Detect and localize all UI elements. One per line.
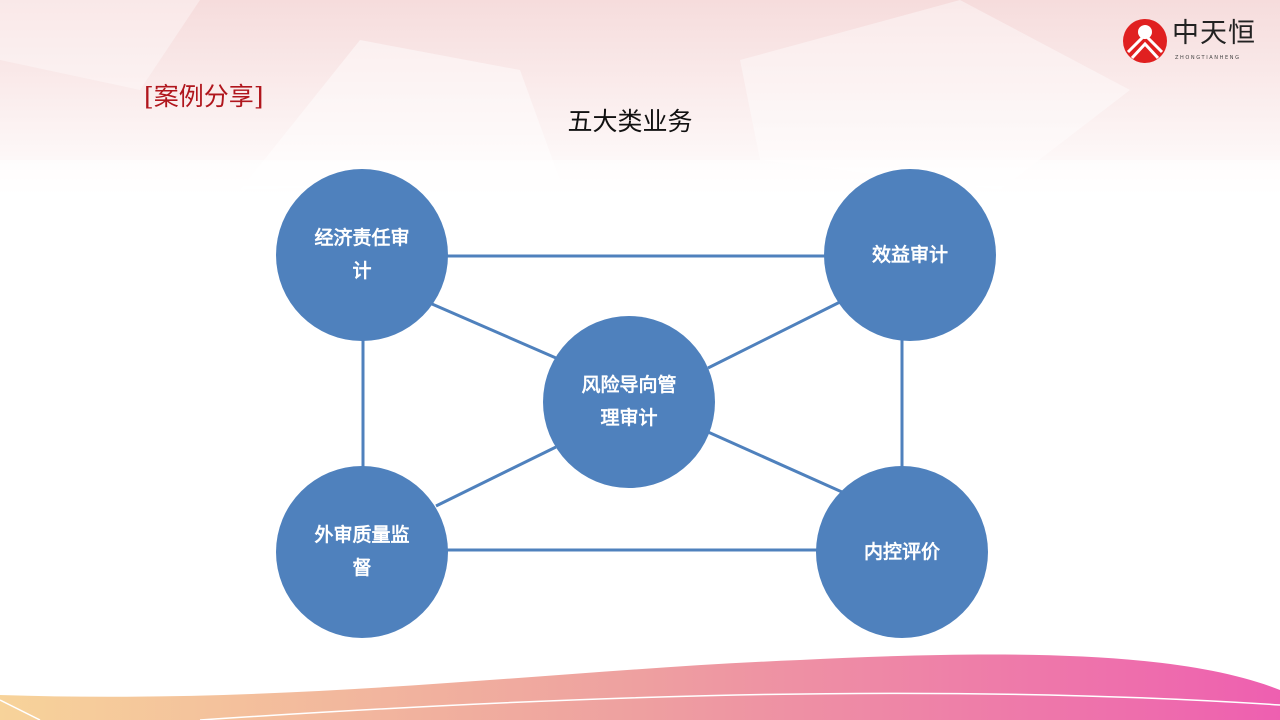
node-risk-oriented-management-audit: 风险导向管理审计 <box>543 316 715 488</box>
node-label: 风险导向管理审计 <box>581 374 677 429</box>
line-center-bottom-right <box>707 430 843 494</box>
company-logo: 中天恒 ZHONGTIANHENG <box>1122 18 1262 66</box>
node-performance-audit: 效益审计 <box>824 169 996 341</box>
case-share-label: [案例分享] <box>144 82 264 111</box>
line-center-top-left <box>431 302 557 360</box>
line-center-top-right <box>707 300 841 370</box>
logo-mark-icon <box>1123 19 1167 63</box>
node-internal-control-evaluation: 内控评价 <box>816 466 988 638</box>
node-label: 效益审计 <box>871 243 948 266</box>
logo-name-en: ZHONGTIANHENG <box>1175 55 1241 61</box>
logo-name-cn: 中天恒 <box>1172 18 1256 49</box>
line-center-bottom-left <box>435 445 557 508</box>
node-external-audit-quality-supervision: 外审质量监督 <box>276 466 448 638</box>
node-label: 外审质量监督 <box>314 524 410 579</box>
node-label: 经济责任审计 <box>314 227 410 282</box>
node-economic-responsibility-audit: 经济责任审计 <box>276 169 448 341</box>
page-title: 五大类业务 <box>567 107 693 136</box>
node-label: 内控评价 <box>863 540 940 563</box>
